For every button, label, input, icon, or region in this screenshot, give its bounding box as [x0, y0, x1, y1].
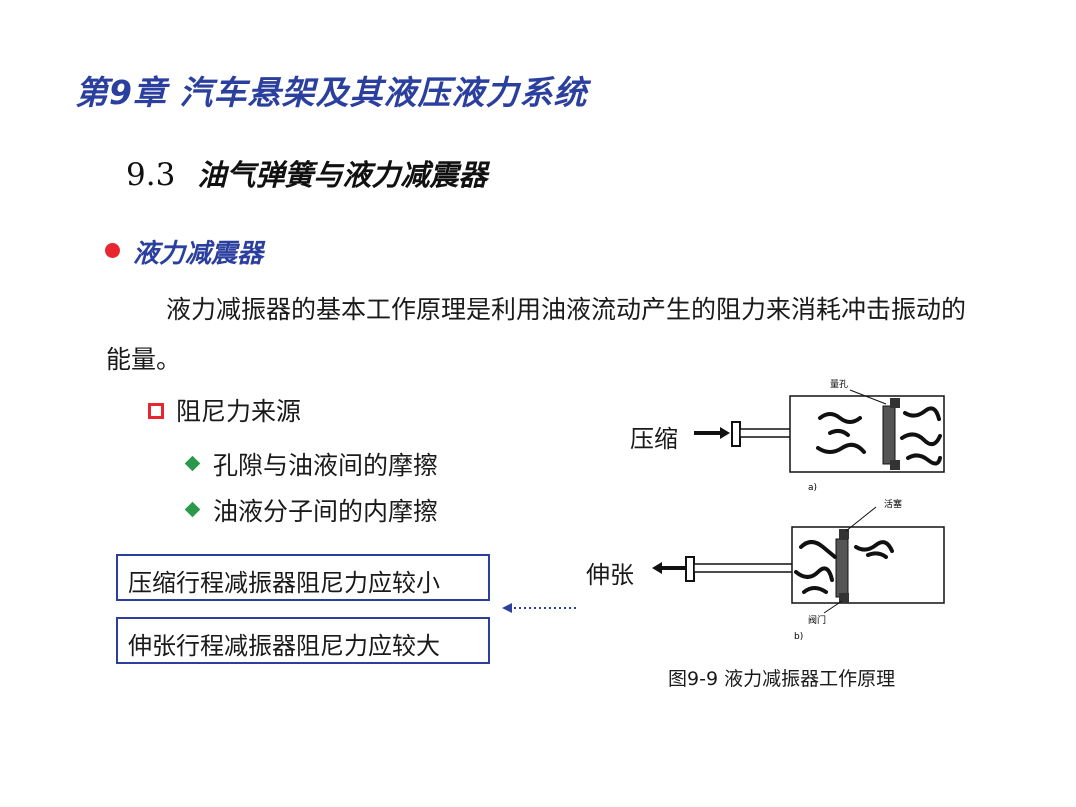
hollow-square-bullet-icon	[148, 403, 164, 419]
section-number: 9.3	[126, 157, 176, 193]
fig-b-label: b)	[794, 632, 803, 642]
chapter-title: 第9章 汽车悬架及其液压液力系统	[75, 73, 588, 112]
caption-text: 液力减振器工作原理	[724, 668, 896, 690]
extend-label: 伸张	[586, 561, 634, 589]
bullet-heading: 液力减震器	[133, 239, 264, 269]
section-title: 9.3 油气弹簧与液力减震器	[126, 152, 487, 194]
hole-label: 量孔	[830, 379, 848, 390]
piston-label: 活塞	[884, 498, 902, 510]
valve-label: 阀门	[808, 614, 826, 626]
body-paragraph: 液力减振器的基本工作原理是利用油液流动产生的阻力来消耗冲击振动的能量。	[106, 295, 967, 374]
figure-caption: 图9-9 液力减振器工作原理	[668, 664, 895, 691]
caption-prefix: 图9-9	[668, 668, 719, 690]
sub-item: 油液分子间的内摩擦	[213, 497, 439, 526]
dotted-arrow-icon	[502, 603, 576, 613]
diamond-bullet-icon	[184, 501, 201, 518]
box-text: 伸张行程减振器阻尼力应较大	[128, 632, 440, 660]
extension-diagram: b) 活塞 阀门	[652, 498, 945, 642]
box-text: 压缩行程减振器阻尼力应较小	[128, 569, 440, 597]
sub-item: 孔隙与油液间的摩擦	[213, 451, 439, 480]
extension-note-box: 伸张行程减振器阻尼力应较大	[116, 617, 490, 664]
fig-a-label: a)	[808, 483, 817, 493]
bullet-dot-icon	[105, 243, 120, 258]
sub-heading: 阻尼力来源	[176, 397, 302, 426]
diamond-bullet-icon	[184, 455, 201, 472]
compression-note-box: 压缩行程减振器阻尼力应较小	[116, 554, 490, 601]
compression-diagram: a) 量孔	[694, 379, 945, 493]
compress-label: 压缩	[630, 425, 678, 453]
section-title-text: 油气弹簧与液力减震器	[197, 158, 488, 192]
